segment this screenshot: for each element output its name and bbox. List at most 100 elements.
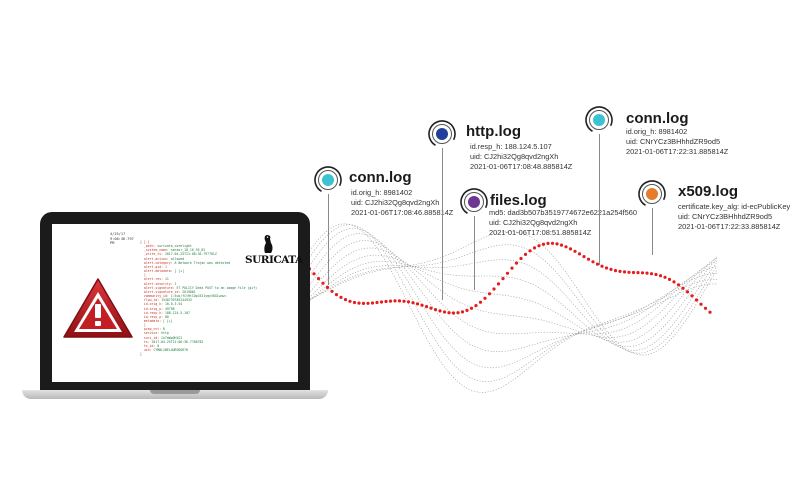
- trace-dot: [559, 243, 564, 247]
- callout-detail-line: id.orig_h: 8981402: [351, 188, 413, 197]
- callout-pin-icon: [314, 166, 342, 194]
- trace-dot: [406, 300, 411, 304]
- trace-dot: [519, 256, 523, 261]
- suricata-wordmark: SURICATA: [245, 254, 303, 266]
- trace-dot: [433, 308, 438, 312]
- event-value: 2017-04-25T21:08:36.797781Z: [164, 252, 217, 257]
- event-line: { [-]: [140, 240, 257, 244]
- trace-dot: [496, 282, 501, 286]
- callout-stem: [599, 134, 600, 265]
- trace-dot: [667, 277, 672, 281]
- trace-dot: [654, 272, 658, 277]
- trace-dot: [447, 311, 451, 315]
- event-key: metadata:: [140, 318, 164, 323]
- event-value: http: [161, 331, 169, 336]
- mesh-line: [304, 233, 718, 352]
- event-line: alert.category: A Network Trojan was det…: [140, 261, 257, 265]
- trace-dot: [640, 271, 645, 275]
- event-key: alert.severity:: [140, 281, 175, 286]
- callout-detail-line: 2021-01-06T17:08:48.885814Z: [470, 162, 573, 171]
- mesh-line: [304, 259, 718, 351]
- callout-detail-line: uid: CJ2hi32Qg8qvd2ngXh: [470, 152, 559, 161]
- trace-dot: [393, 299, 397, 303]
- trace-dot: [609, 267, 613, 271]
- event-value: suricata_corelight: [157, 244, 192, 249]
- event-key: service:: [140, 331, 162, 336]
- trace-dot: [645, 271, 649, 275]
- event-line: _write_ts: 2017-04-25T21:08:36.797781Z: [140, 252, 257, 256]
- event-value: 2017-04-25T21:08:36.7768782: [151, 339, 204, 344]
- trace-dot: [366, 301, 370, 305]
- trace-dot: [339, 295, 343, 299]
- event-key: pcap_cnt:: [140, 327, 164, 332]
- mesh-line: [304, 247, 718, 338]
- callout-detail-line: 2021-01-06T17:22:31.885814Z: [626, 147, 729, 156]
- callout-pin-icon: [428, 120, 456, 148]
- event-date: 4/25/17: [110, 232, 126, 236]
- event-key: community_id:: [140, 294, 171, 299]
- trace-dot: [541, 242, 546, 246]
- trace-dot: [474, 304, 478, 308]
- trace-dot: [582, 255, 586, 259]
- trace-dot: [478, 300, 483, 304]
- event-line: ts: 2017-04-25T21:08:36.7768782: [140, 340, 257, 344]
- trace-dot: [361, 301, 366, 305]
- event-value: 1: [164, 264, 167, 269]
- mesh-line: [304, 231, 718, 356]
- trace-dot: [649, 272, 654, 276]
- event-line: ]: [140, 273, 257, 277]
- event-value: [ [+]: [174, 269, 185, 274]
- event-key: _write_ts:: [140, 252, 165, 257]
- trace-dot: [514, 261, 519, 265]
- trace-dot: [348, 299, 352, 303]
- callout-detail-line: uid: CNrYCz3BHhhdZR9od5: [678, 212, 773, 221]
- event-line: id.resp_p: 80: [140, 315, 257, 319]
- event-line: alert.severity: 1: [140, 282, 257, 286]
- event-line: id.orig_p: 49798: [140, 307, 257, 311]
- event-key: uid:: [140, 348, 154, 353]
- callout-detail-line: md5: dad3b507b3519774672e6221a254f560: [489, 208, 637, 217]
- trace-dot: [595, 262, 600, 266]
- suricata-logo: SURICATA: [245, 234, 303, 270]
- trace-dot: [442, 310, 447, 314]
- trace-dot: [618, 269, 622, 273]
- trace-dot: [501, 277, 505, 281]
- trace-dot: [627, 270, 631, 274]
- trace-dot: [424, 305, 429, 309]
- event-key: }: [140, 352, 142, 357]
- trace-dot: [528, 249, 532, 253]
- mesh-line: [304, 240, 718, 335]
- callout-title: conn.log: [349, 169, 412, 186]
- trace-dot: [334, 293, 339, 297]
- trace-dot: [699, 302, 703, 306]
- event-key: alert.action:: [140, 256, 171, 261]
- event-value: 188.124.5.107: [164, 310, 190, 315]
- event-value: CYMBL2BEiOUR9OUR7H: [153, 348, 188, 353]
- mesh-line: [304, 223, 717, 393]
- event-value: CeTaWoQH1G2: [161, 335, 183, 340]
- event-value: allowed: [170, 256, 185, 261]
- warning-icon: [62, 276, 134, 340]
- callout-detail-line: 2021-01-06T17:08:51.885814Z: [489, 228, 592, 237]
- red-trace: [303, 241, 712, 315]
- event-line: alert.gid: 1: [140, 265, 257, 269]
- event-json-view: { [-] _path: suricata_corelight _system_…: [140, 240, 257, 356]
- event-key: alert.signature:: [140, 285, 177, 290]
- trace-dot: [510, 266, 514, 270]
- event-line: _system_name: sensor_18_16_95_82: [140, 248, 257, 252]
- wave-mesh: [304, 223, 718, 393]
- trace-dot: [487, 292, 492, 296]
- event-key: alert.category:: [140, 260, 175, 265]
- event-line: alert.signature_id: 2019881: [140, 290, 257, 294]
- trace-dot: [555, 242, 559, 246]
- event-key: id.orig_h:: [140, 302, 165, 307]
- trace-dot: [420, 303, 424, 307]
- event-line: alert.rev: 11: [140, 277, 257, 281]
- callout-pin-icon: [460, 188, 488, 216]
- mesh-line: [304, 244, 718, 354]
- event-key: _path:: [140, 244, 158, 249]
- trace-dot: [694, 298, 699, 302]
- event-line: pcap_cnt: 8: [140, 327, 257, 331]
- event-value: A Network Trojan was detected: [174, 260, 231, 265]
